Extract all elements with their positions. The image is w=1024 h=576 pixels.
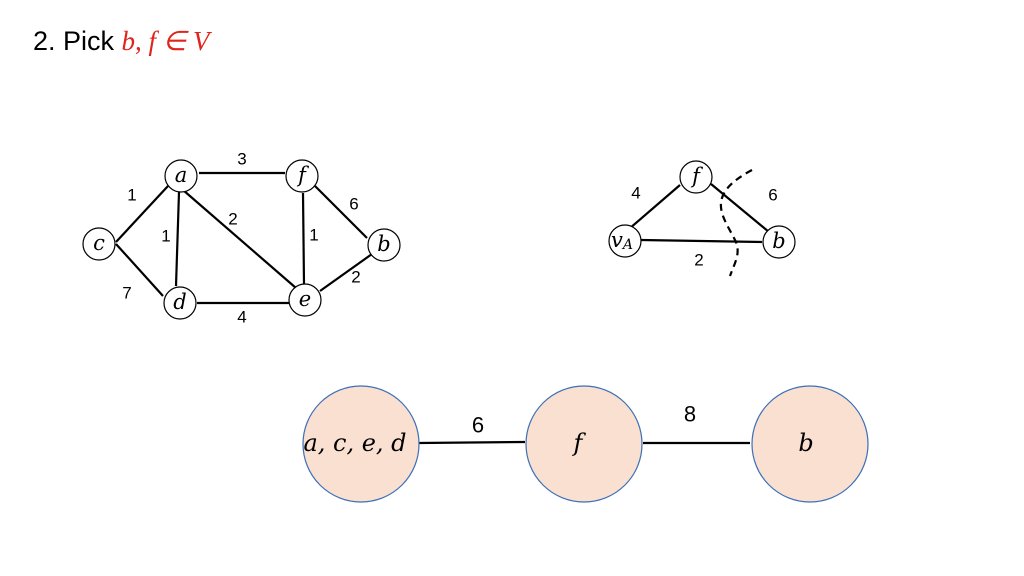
- weight-left-middle: 6: [472, 413, 484, 438]
- vertex-d-label: d: [173, 290, 186, 314]
- graph-contracted: 4 6 2 f vA b: [608, 160, 796, 277]
- vertex-vA: vA: [608, 224, 642, 258]
- weight-d-e: 4: [237, 308, 246, 327]
- edge-vA-f: [628, 184, 681, 230]
- edge-e-b: [319, 253, 373, 292]
- vertex-b-2-label: b: [772, 229, 785, 253]
- weight-vA-b: 2: [694, 251, 703, 270]
- vertex-f-2-label: f: [690, 164, 703, 188]
- vertex-e: e: [288, 283, 322, 317]
- weight-f-b-2: 6: [768, 186, 777, 205]
- vertex-c-label: c: [93, 231, 105, 255]
- edge-a-e: [182, 189, 297, 289]
- supernode-right-label: b: [798, 429, 813, 457]
- vertex-vA-label: vA: [611, 228, 633, 253]
- vertex-f: f: [285, 159, 319, 193]
- supernode-right: b: [751, 385, 869, 503]
- weight-c-a: 1: [127, 186, 136, 205]
- supernode-middle: f: [525, 385, 643, 503]
- weight-f-b: 6: [349, 195, 358, 214]
- title-prefix: 2. Pick: [33, 26, 122, 56]
- edge-vA-b: [640, 238, 763, 244]
- vertex-vA-subscript: A: [621, 237, 633, 253]
- vertex-a-label: a: [175, 163, 188, 187]
- weight-a-f: 3: [237, 150, 246, 169]
- weight-c-d: 7: [122, 284, 131, 303]
- vertex-d: d: [163, 286, 197, 320]
- vertex-b-2: b: [762, 225, 796, 259]
- edge-c-d: [115, 243, 164, 297]
- vertex-a: a: [164, 159, 198, 193]
- weight-f-e: 1: [309, 226, 318, 245]
- weight-a-d: 1: [161, 227, 170, 246]
- title-math: b, f ∈ V: [121, 26, 210, 56]
- weight-vA-f: 4: [631, 184, 640, 203]
- supernode-left-label: a, c, e, d: [303, 429, 406, 457]
- weight-e-b: 2: [351, 268, 360, 287]
- vertex-b: b: [367, 228, 401, 262]
- edge-f-e: [301, 192, 306, 285]
- slide-title: 2. Pick b, f ∈ V: [33, 26, 210, 57]
- weight-middle-right: 8: [684, 402, 696, 427]
- graph-supernodes: 6 8 a, c, e, d f b: [302, 385, 869, 503]
- cut-line: [719, 169, 753, 277]
- edge-a-d: [174, 191, 181, 287]
- edge-left-middle: [418, 440, 526, 445]
- edge-f-b: [314, 185, 368, 239]
- graph-original: 3 1 1 2 1 6 7 4 2 a f c b d e: [82, 150, 401, 327]
- vertex-f-label: f: [296, 163, 309, 187]
- edge-c-a: [115, 185, 169, 243]
- edge-f-b-2: [710, 183, 770, 233]
- vertex-b-label: b: [377, 232, 390, 256]
- vertex-f-2: f: [679, 160, 713, 194]
- vertex-e-label: e: [299, 287, 311, 311]
- weight-a-e: 2: [228, 210, 237, 229]
- vertex-c: c: [82, 227, 116, 261]
- supernode-left: a, c, e, d: [302, 385, 420, 503]
- vertex-vA-main: v: [611, 228, 623, 252]
